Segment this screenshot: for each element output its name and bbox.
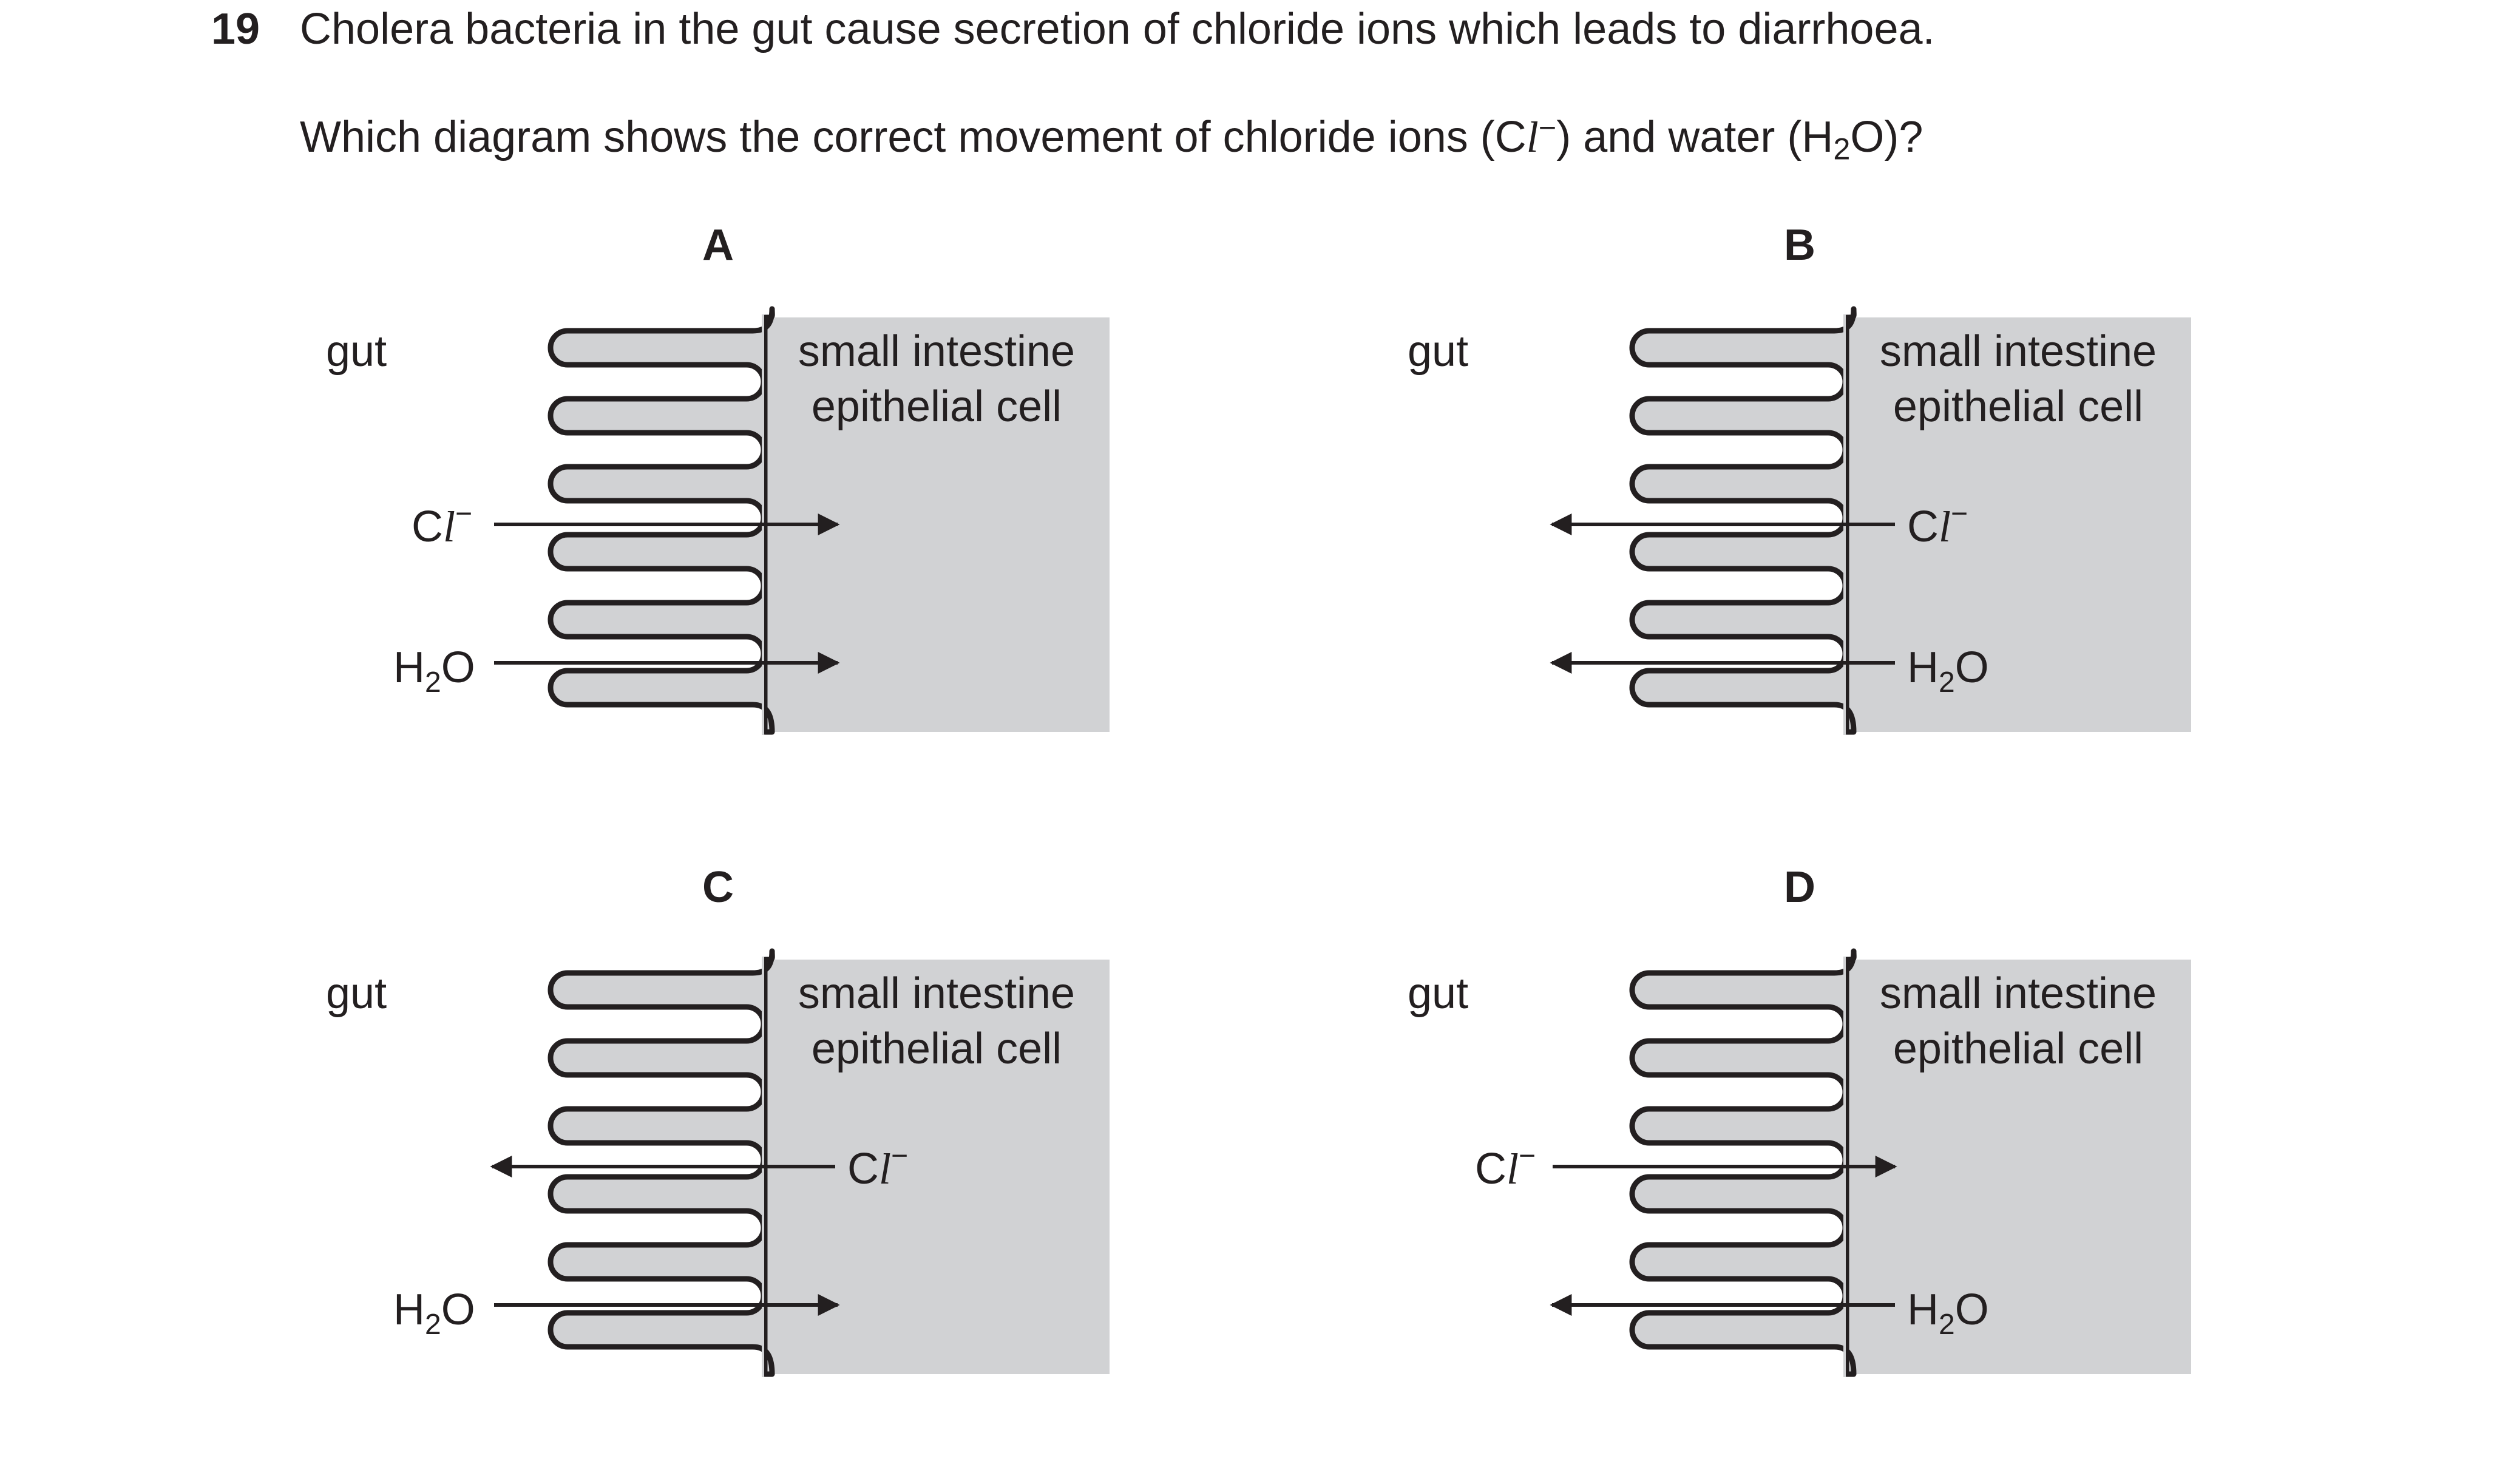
question-stem: Cholera bacteria in the gut cause secret… [300,5,1935,53]
option-c: C gut small intestine epithelial cell Cl… [326,863,1110,1377]
cell-label-line2: epithelial cell [1893,382,2143,431]
prompt-part-1: Which diagram shows the correct movement… [300,113,1527,161]
option-b: B gut small intestine epithelial cell Cl… [1408,221,2191,735]
chloride-label: Cl− [1907,498,1968,551]
prompt-subscript: 2 [1833,131,1851,166]
gut-label: gut [326,969,387,1018]
chloride-label: Cl− [412,498,472,551]
option-letter: B [1784,221,1815,269]
question-prompt: Which diagram shows the correct movement… [300,110,1923,164]
prompt-part-2: ) and water (H [1556,113,1834,161]
cell-label-line2: epithelial cell [812,1025,1062,1073]
option-letter: D [1784,863,1815,912]
prompt-part-3: O)? [1850,113,1923,161]
cell-label-line1: small intestine [1880,327,2157,376]
cell-label-line1: small intestine [798,327,1075,376]
chloride-label: Cl− [847,1140,908,1193]
cell-label-line2: epithelial cell [812,382,1062,431]
question-number: 19 [211,5,260,53]
water-label: H2O [393,643,475,699]
water-label: H2O [1907,1286,1989,1341]
prompt-chloride-l: l [1526,113,1539,161]
gut-label: gut [326,327,387,376]
chloride-label: Cl− [1475,1140,1536,1193]
water-label: H2O [393,1286,475,1341]
option-letter: C [702,863,734,912]
option-letter: A [702,221,734,269]
cell-label-line1: small intestine [1880,969,2157,1018]
water-label: H2O [1907,643,1989,699]
prompt-chloride-charge: − [1538,110,1557,145]
option-d: D gut small intestine epithelial cell Cl… [1408,863,2191,1377]
option-a: A gut small intestine epithelial cell Cl… [326,221,1110,735]
cell-label-line1: small intestine [798,969,1075,1018]
gut-label: gut [1408,969,1468,1018]
gut-label: gut [1408,327,1468,376]
cell-label-line2: epithelial cell [1893,1025,2143,1073]
